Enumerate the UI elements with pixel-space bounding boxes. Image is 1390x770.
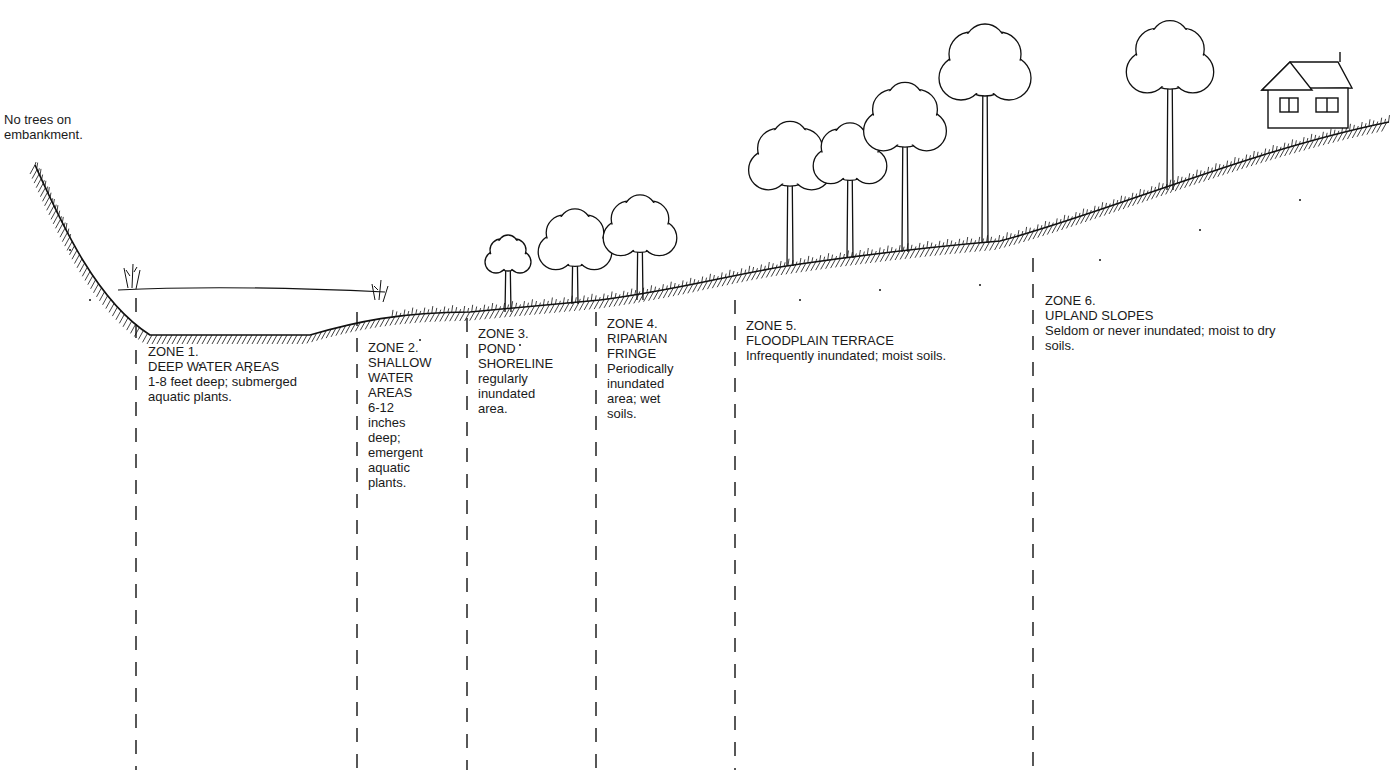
tree-crown-fill xyxy=(1153,22,1188,57)
ground-hatch xyxy=(30,123,1387,345)
soil-dot xyxy=(879,289,881,291)
zone-label: ZONE 2. xyxy=(368,340,432,355)
zone-label-group: ZONE 1.DEEP WATER AREAS1-8 feet deep; su… xyxy=(148,344,298,404)
soil-dot xyxy=(419,339,421,341)
soil-dot xyxy=(799,299,801,301)
zone-label: UPLAND SLOPES xyxy=(1045,308,1295,323)
tree-crown-fill xyxy=(836,124,865,153)
zone-label: Seldom or never inundated; moist to dry … xyxy=(1045,323,1295,353)
zone-label: POND SHORELINE xyxy=(478,341,552,371)
tree-crown-fill xyxy=(561,210,590,239)
soil-dot xyxy=(89,299,91,301)
zone-label: SHALLOW WATER AREAS xyxy=(368,355,432,400)
zone-label-group: ZONE 5.FLOODPLAIN TERRACEInfrequently in… xyxy=(746,318,956,363)
note-label-group: No trees on embankment. xyxy=(4,112,112,142)
tree-crown-fill xyxy=(500,237,517,254)
zone-label: ZONE 1. xyxy=(148,344,298,359)
zone-divider xyxy=(356,312,357,770)
soil-dot xyxy=(519,344,521,346)
zone-label-group: ZONE 3.POND SHORELINEregularly inundated… xyxy=(478,326,552,416)
zone-divider xyxy=(595,312,596,770)
zone-label: ZONE 4. xyxy=(607,316,673,331)
zone-label: regularly inundated area. xyxy=(478,371,552,416)
zone-label: FLOODPLAIN TERRACE xyxy=(746,333,956,348)
aquatic-plants xyxy=(124,264,388,302)
zone-label: Infrequently inundated; moist soils. xyxy=(746,348,956,363)
tree-crown-fill xyxy=(967,26,1004,63)
zone-label-group: ZONE 6.UPLAND SLOPESSeldom or never inun… xyxy=(1045,293,1295,353)
soil-dot xyxy=(69,249,71,251)
zone-label: 6-12 inches deep; emergent aquatic plant… xyxy=(368,400,432,490)
ground-hatching xyxy=(30,115,1390,373)
zone-label: Periodically inundated area; wet soils. xyxy=(607,361,673,421)
water-surface xyxy=(118,288,385,292)
tree-crown-fill xyxy=(889,84,922,117)
grass xyxy=(35,115,1390,317)
soil-dot xyxy=(1099,259,1101,261)
zone-label: DEEP WATER AREAS xyxy=(148,359,298,374)
zone-label-group: ZONE 2.SHALLOW WATER AREAS6-12 inches de… xyxy=(368,340,432,490)
zone-label-group: ZONE 4.RIPARIAN FRINGEPeriodically inund… xyxy=(607,316,673,421)
trees xyxy=(485,21,1214,312)
tree-crown-fill xyxy=(626,196,655,225)
zone-dividers xyxy=(136,258,1033,770)
zone-label: ZONE 3. xyxy=(478,326,552,341)
zone-label: ZONE 6. xyxy=(1045,293,1295,308)
house xyxy=(1262,52,1352,128)
zone-divider xyxy=(466,318,467,770)
zone-divider xyxy=(135,298,136,770)
zone-label: 1-8 feet deep; submerged aquatic plants. xyxy=(148,374,298,404)
zone-divider xyxy=(1032,258,1033,770)
soil-dot xyxy=(979,284,981,286)
ground-profile xyxy=(35,122,1389,335)
zone-label: ZONE 5. xyxy=(746,318,956,333)
note-label: No trees on embankment. xyxy=(4,112,112,142)
soil-dot xyxy=(1299,199,1301,201)
zone-divider xyxy=(734,300,735,770)
tree-crown-fill xyxy=(774,123,807,156)
soil-dot xyxy=(1199,229,1201,231)
zone-label: RIPARIAN FRINGE xyxy=(607,331,673,361)
